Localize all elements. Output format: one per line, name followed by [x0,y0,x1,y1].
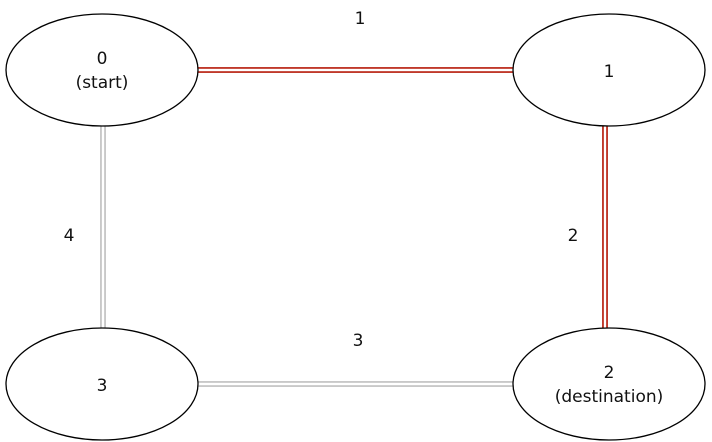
edge-weight-0-1: 1 [355,9,366,29]
node-2-label: 2 [604,363,615,383]
node-3-label: 3 [97,376,108,396]
node-1-label: 1 [604,62,615,82]
node-0-label: 0 [97,49,108,69]
node-1: 1 [512,13,706,127]
node-2-destination: 2 (destination) [512,327,706,441]
edge-weight-3-2: 3 [353,331,364,351]
node-0-start: 0 (start) [5,13,199,127]
edge-weight-1-2: 2 [568,226,579,246]
node-2-sublabel: (destination) [555,387,664,407]
node-3: 3 [5,327,199,441]
edge-weight-0-3: 4 [64,226,75,246]
node-0-sublabel: (start) [76,73,129,93]
